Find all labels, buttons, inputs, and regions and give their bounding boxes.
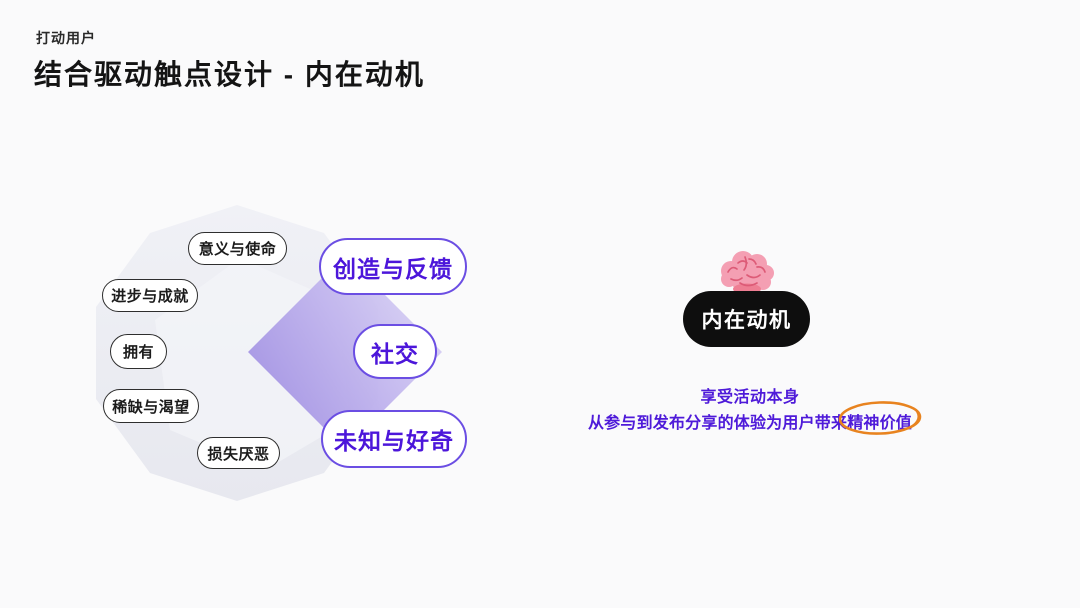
- caption-line1: 享受活动本身: [700, 389, 800, 406]
- badge-label: 内在动机: [701, 309, 792, 332]
- caption-highlight-text: 精神价值: [847, 415, 912, 432]
- pill-loss-aversion: 损失厌恶: [197, 437, 280, 469]
- caption-line2-prefix: 从参与到发布分享的体验为用户带来: [587, 415, 848, 432]
- pill-progress-achievement: 进步与成就: [102, 279, 198, 312]
- caption-highlight: 精神价值: [838, 401, 922, 435]
- page-title: 结合驱动触点设计 - 内在动机: [34, 59, 425, 90]
- pill-unknown-curiosity: 未知与好奇: [321, 410, 467, 468]
- pill-label: 社交: [371, 340, 419, 367]
- pill-label: 拥有: [122, 344, 154, 361]
- pill-social: 社交: [353, 324, 437, 379]
- pill-label: 稀缺与渴望: [112, 398, 190, 416]
- pill-meaning-mission: 意义与使命: [188, 232, 287, 265]
- pill-label: 创造与反馈: [333, 255, 453, 282]
- eyebrow-label: 打动用户: [36, 30, 96, 46]
- pill-label: 进步与成就: [111, 288, 189, 305]
- pill-label: 未知与好奇: [334, 428, 454, 454]
- pill-label: 意义与使命: [198, 241, 277, 258]
- pill-ownership: 拥有: [110, 334, 167, 369]
- pill-label: 损失厌恶: [207, 445, 270, 463]
- brain-icon: [721, 251, 774, 295]
- pill-creation-feedback: 创造与反馈: [319, 238, 467, 295]
- caption-line2: 从参与到发布分享的体验为用户带来精神价值: [545, 401, 955, 435]
- intrinsic-motivation-badge: 内在动机: [683, 291, 810, 347]
- pill-scarcity-desire: 稀缺与渴望: [103, 389, 199, 423]
